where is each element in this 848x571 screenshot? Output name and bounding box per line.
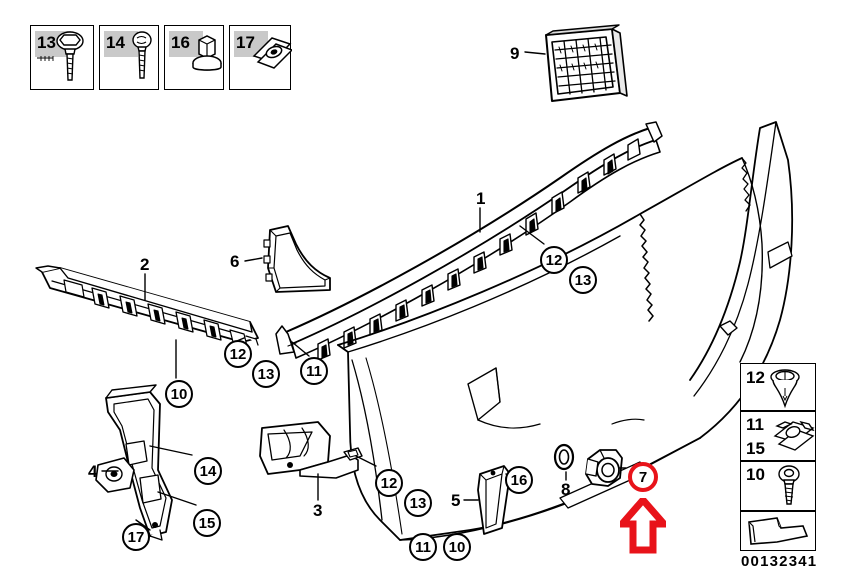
part-label-1: 1 <box>476 189 486 208</box>
legend-10-number: 10 <box>746 465 765 484</box>
legend-box-14[interactable]: 14 <box>99 25 159 90</box>
legend-box-12[interactable]: 12 <box>740 363 816 411</box>
square-clip-nut-icon <box>252 37 292 69</box>
part-label-4: 4 <box>88 462 98 481</box>
part-2-lower-rail <box>35 265 259 347</box>
part-4-side-bracket <box>95 384 173 541</box>
legend-13-number: 13 <box>37 33 56 52</box>
callout-text: 14 <box>199 462 217 480</box>
legend-15-number: 15 <box>746 439 765 458</box>
legend-box-17[interactable]: 17 <box>229 25 292 90</box>
hex-flange-screw-icon <box>37 31 84 81</box>
legend-12-number: 12 <box>746 368 765 387</box>
callout-text: 15 <box>198 514 216 532</box>
callout-12-rail2[interactable]: 12 <box>224 340 252 368</box>
tapping-screw-icon <box>778 465 800 505</box>
callout-7-highlighted[interactable]: 7 <box>628 462 658 492</box>
callout-10-wedge5[interactable]: 10 <box>443 533 471 561</box>
diagram-number: 00132341 <box>741 553 818 570</box>
callout-12-rail1[interactable]: 12 <box>540 246 568 274</box>
callout-13-rail2[interactable]: 13 <box>252 360 280 388</box>
bumper-cover-body <box>337 121 794 541</box>
callout-13-bracket3[interactable]: 13 <box>404 489 432 517</box>
part-label-6: 6 <box>230 252 240 271</box>
callout-text: 11 <box>415 538 431 556</box>
hex-cap-nut-icon <box>192 35 222 71</box>
part-label-3: 3 <box>313 501 323 520</box>
callout-text: 13 <box>257 365 275 383</box>
callout-11-rail2[interactable]: 11 <box>300 357 328 385</box>
callout-text: 7 <box>638 468 648 486</box>
legend-16-number: 16 <box>171 33 190 52</box>
spring-clip-nut-icon <box>773 420 815 451</box>
part-3-center-bracket <box>259 421 363 479</box>
legend-11-number: 11 <box>746 415 764 434</box>
callout-text: 17 <box>127 528 145 546</box>
highlight-arrow-icon <box>620 498 666 554</box>
legend-box-10[interactable]: 10 <box>740 461 816 511</box>
callout-12-bracket3[interactable]: 12 <box>375 469 403 497</box>
callout-14-bracket4[interactable]: 14 <box>194 457 222 485</box>
part-9-grille <box>545 24 628 102</box>
part-7-sensor-holder <box>585 449 623 487</box>
callout-10-bracket4[interactable]: 10 <box>165 380 193 408</box>
part-5-wedge <box>477 465 511 535</box>
callout-text: 10 <box>170 385 188 403</box>
part-label-2: 2 <box>140 255 150 274</box>
callout-text: 10 <box>448 538 466 556</box>
callout-15-bracket4[interactable]: 15 <box>193 509 221 537</box>
callout-text: 12 <box>380 474 398 492</box>
legend-14-number: 14 <box>106 33 125 52</box>
part-1-upper-rail <box>275 121 663 361</box>
part-8-oring <box>553 443 575 471</box>
expansion-rivet-icon <box>770 369 800 409</box>
leader-lines <box>101 51 627 531</box>
callout-text: 12 <box>229 345 247 363</box>
legend-box-13[interactable]: 13 <box>30 25 94 90</box>
callout-text: 13 <box>409 494 427 512</box>
legend-17-number: 17 <box>236 33 255 52</box>
pan-head-screw-icon <box>132 31 152 79</box>
callout-text: 12 <box>545 251 563 269</box>
legend-box-11-15[interactable]: 11 15 <box>740 411 816 461</box>
part-label-5: 5 <box>451 491 461 510</box>
callout-text: 11 <box>306 362 322 380</box>
legend-box-16[interactable]: 16 <box>164 25 224 90</box>
part-label-8: 8 <box>561 480 571 499</box>
part-label-9: 9 <box>510 44 520 63</box>
legend-box-bracket[interactable] <box>740 511 816 551</box>
callout-11-wedge5[interactable]: 11 <box>409 533 437 561</box>
callout-16-wedge5[interactable]: 16 <box>505 466 533 494</box>
callout-13-rail1[interactable]: 13 <box>569 266 597 294</box>
part-6-bracket <box>263 225 331 293</box>
bracket-profile-icon <box>748 517 809 545</box>
callout-17-bracket4[interactable]: 17 <box>122 523 150 551</box>
callout-text: 16 <box>510 471 528 489</box>
callout-text: 13 <box>574 271 592 289</box>
